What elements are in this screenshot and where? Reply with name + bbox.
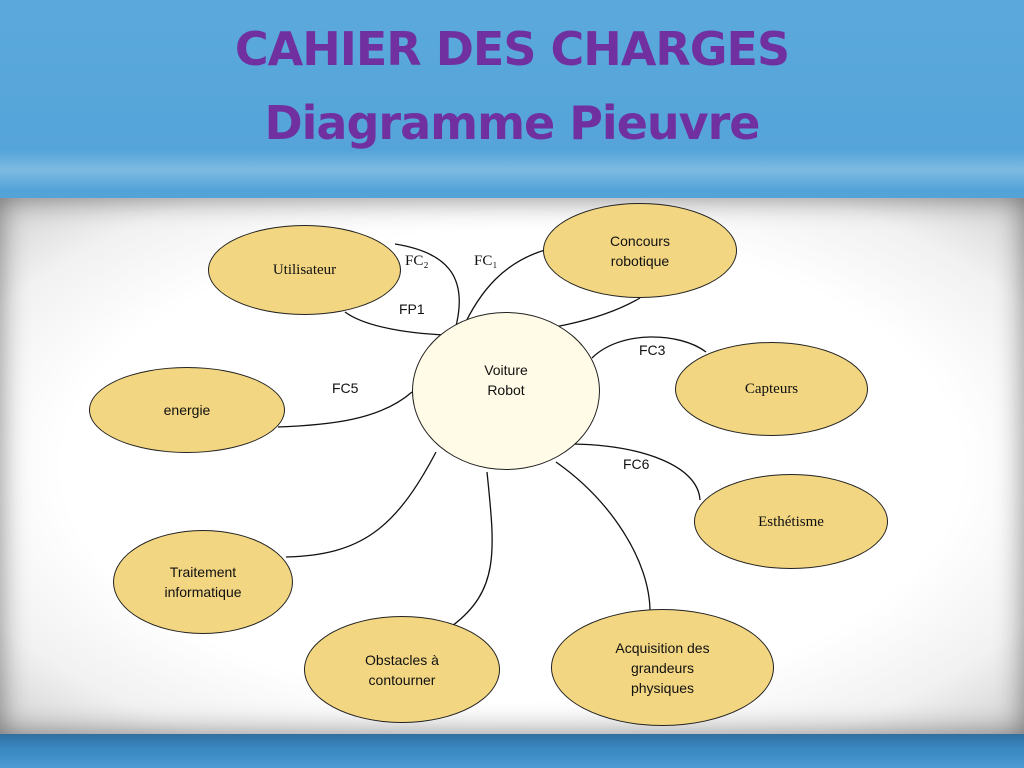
connector-fc1	[461, 249, 546, 331]
node-traitement-informatique: Traitement informatique	[113, 530, 293, 634]
label-fc3: FC3	[639, 342, 666, 358]
label-fc6: FC6	[623, 456, 650, 472]
connector-fc2	[394, 243, 460, 331]
connector-fc3	[591, 336, 707, 359]
connector-traitement	[285, 451, 437, 558]
node-capteurs: Capteurs	[675, 342, 868, 436]
label-fc5: FC5	[332, 380, 359, 396]
page-title: CAHIER DES CHARGES	[234, 22, 790, 76]
connector-acquisition	[555, 461, 651, 613]
connector-fc5	[277, 391, 413, 428]
connector-fc6	[571, 443, 701, 501]
label-fp1: FP1	[399, 301, 425, 317]
node-energie: energie	[89, 367, 285, 453]
label-fc2: FC₂	[405, 253, 429, 269]
node-acquisition: Acquisition des grandeurs physiques	[551, 609, 774, 726]
node-obstacles: Obstacles à contourner	[304, 616, 500, 723]
node-utilisateur: Utilisateur	[208, 225, 401, 315]
connector-obstacles	[451, 471, 493, 627]
node-center-voiture-robot: Voiture Robot	[412, 312, 600, 470]
node-concours-robotique: Concours robotique	[543, 203, 737, 298]
page-subtitle: Diagramme Pieuvre	[264, 96, 760, 150]
bottom-band	[0, 734, 1024, 768]
label-fc1: FC₁	[474, 253, 498, 269]
header-band	[0, 150, 1024, 190]
node-esthetisme: Esthétisme	[694, 474, 888, 569]
